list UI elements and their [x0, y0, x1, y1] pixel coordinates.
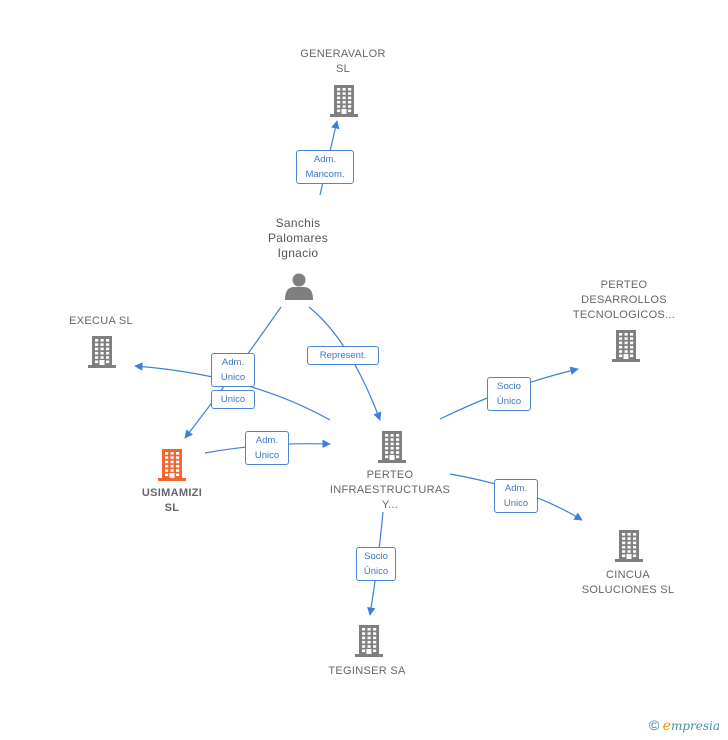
edge-label-e7: Adm. Unico	[494, 479, 538, 513]
edge-label-line: Socio	[364, 551, 388, 562]
node-label-line: Y...	[381, 498, 399, 511]
node-label-line: PERTEO	[600, 278, 648, 291]
node-label-perteo_infra[interactable]: PERTEO INFRAESTRUCTURAS Y...	[320, 468, 460, 513]
edge-label-e4: Unico	[211, 389, 255, 409]
node-label-line: DESARROLLOS	[581, 293, 667, 306]
edge-label-line: Unico	[254, 450, 280, 461]
building-icon[interactable]	[88, 336, 116, 368]
node-label-execua[interactable]: EXECUA SL	[51, 314, 151, 329]
edge-label-line: Socio	[497, 381, 521, 392]
building-icon[interactable]	[612, 330, 640, 362]
building-icon[interactable]	[158, 449, 186, 481]
edge-label-e5: Adm. Unico	[245, 431, 289, 465]
copyright-symbol: ©	[648, 717, 660, 733]
node-label-line: PERTEO	[366, 468, 414, 481]
node-label-generavalor[interactable]: GENERAVALOR SL	[283, 47, 403, 77]
building-icon[interactable]	[355, 625, 383, 657]
building-icon[interactable]	[378, 431, 406, 463]
edge-label-e3: Represent.	[307, 345, 379, 365]
edge-label-line: Mancom.	[305, 169, 345, 180]
node-label-line: GENERAVALOR	[300, 48, 386, 60]
edge-label-line: Unico	[503, 498, 529, 509]
person-icon[interactable]	[285, 273, 313, 301]
edge-label-line: Unico	[220, 372, 246, 383]
node-label-line: TECNOLOGICOS...	[572, 308, 676, 321]
edge-label-line: Adm.	[313, 154, 337, 165]
edge-label-e2: Adm. Unico	[211, 353, 255, 387]
edge-label-line: Único	[363, 566, 389, 577]
building-icon[interactable]	[615, 530, 643, 562]
building-icon[interactable]	[330, 85, 358, 117]
brand-name: mpresia	[670, 719, 720, 733]
node-label-usimamizi[interactable]: USIMAMIZI SL	[122, 486, 222, 516]
node-label-line: TEGINSER SA	[328, 664, 406, 677]
edge-label-line: Unico	[220, 393, 246, 405]
edge-label-e1: Adm. Mancom.	[296, 150, 354, 184]
node-label-cincua[interactable]: CINCUA SOLUCIONES SL	[568, 568, 688, 598]
edge-label-line: Represent.	[319, 349, 367, 361]
node-label-line: SOLUCIONES SL	[581, 584, 675, 596]
node-label-line: INFRAESTRUCTURAS	[329, 483, 451, 496]
node-label-line: EXECUA SL	[69, 314, 133, 327]
brand-initial: e	[662, 718, 671, 734]
node-label-line: SL	[335, 63, 351, 75]
footer-brand: © empresia	[649, 717, 720, 734]
node-label-line: USIMAMIZI	[141, 487, 203, 499]
edge-label-line: Adm.	[221, 357, 245, 368]
node-label-teginser[interactable]: TEGINSER SA	[307, 664, 427, 679]
node-label-line: SL	[164, 502, 180, 514]
node-label-line: CINCUA	[606, 569, 650, 581]
edge-label-line: Adm.	[255, 435, 279, 446]
edge-label-line: Adm.	[504, 483, 528, 494]
node-label-perteo_desarrollos[interactable]: PERTEO DESARROLLOS TECNOLOGICOS...	[559, 278, 689, 323]
node-label-line: Sanchis	[275, 215, 321, 230]
edge-label-line: Único	[496, 396, 522, 407]
node-label-line: Ignacio	[277, 245, 319, 260]
node-label-line: Palomares	[267, 230, 329, 245]
